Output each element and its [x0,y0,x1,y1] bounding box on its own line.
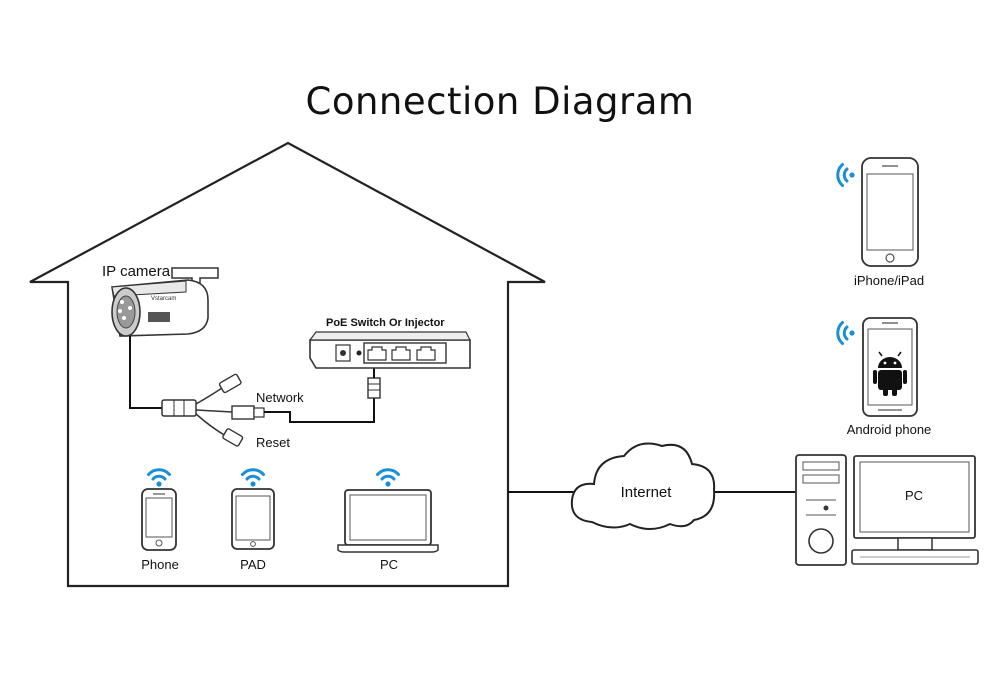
device-label-pad: PAD [240,557,266,572]
poe-switch-icon [308,331,471,369]
iphone-icon [861,157,919,267]
ip-camera-icon [111,267,219,337]
remote-pc-label: PC [904,488,924,503]
device-label-pc: PC [379,557,399,572]
phone-wifi-icon [147,468,171,489]
internet-label: Internet [620,484,672,501]
android-phone-label: Android phone [846,422,932,437]
iphone-label: iPhone/iPad [853,273,925,288]
rj45-plug-icon [367,368,381,399]
android-robot-icon [873,351,907,396]
diagram-title: Connection Diagram [305,80,695,123]
tablet-icon [231,488,275,550]
iphone-wifi-icon [836,163,857,187]
pc-wifi-icon [376,468,400,489]
android-wifi-icon [836,321,857,345]
pc-tower-icon [795,454,847,566]
poe-switch-label: PoE Switch Or Injector [326,317,445,329]
smartphone-icon [141,488,177,551]
network-label: Network [256,390,304,405]
pc-monitor-icon [851,455,979,565]
device-label-phone: Phone [141,557,179,572]
laptop-icon [337,489,439,553]
pad-wifi-icon [241,468,265,489]
camera-brand-text: Vstarcam [151,296,176,302]
internet-cloud-icon [570,442,716,530]
cable-connectors-icon [161,373,265,447]
house-outline [29,141,546,588]
ip-camera-label: IP camera [102,263,171,280]
reset-label: Reset [256,435,290,450]
